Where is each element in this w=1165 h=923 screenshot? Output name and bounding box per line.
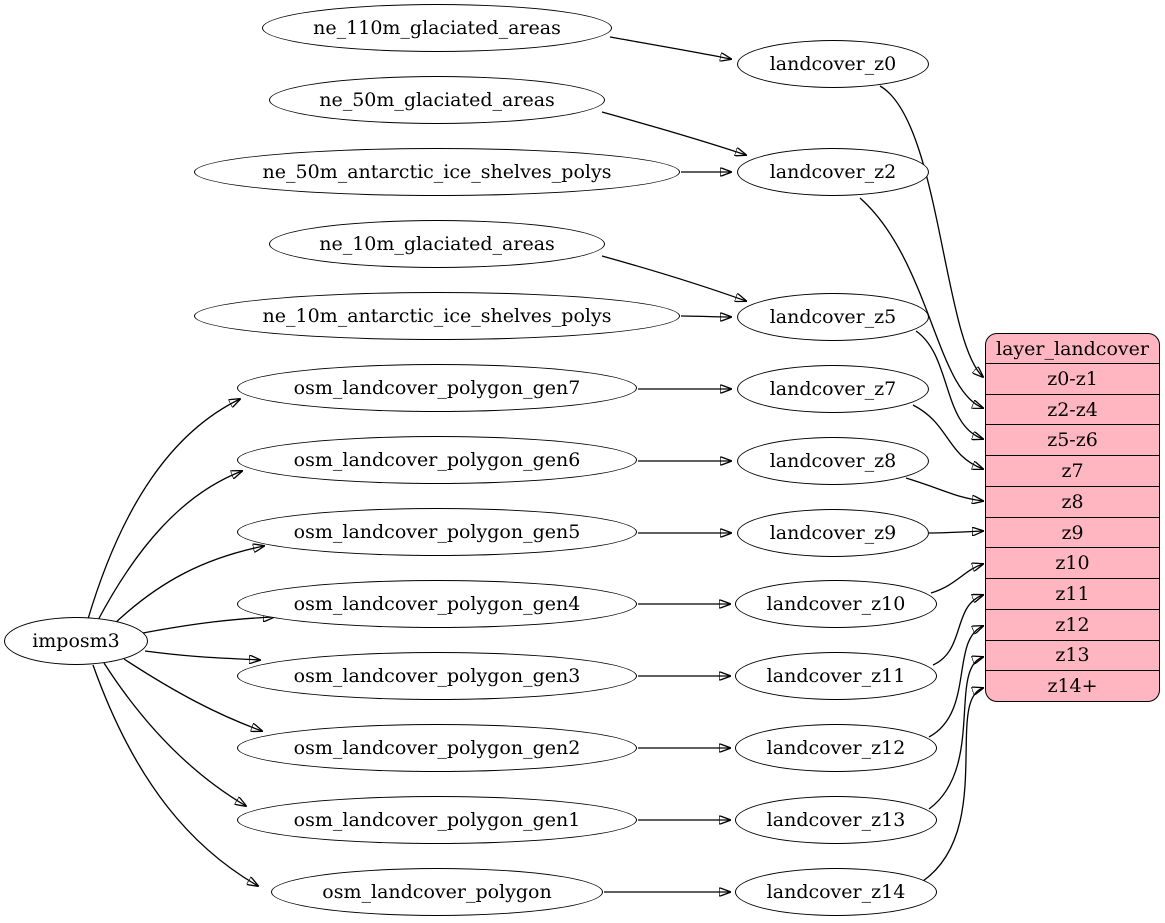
node-landcover-z12: landcover_z12 bbox=[735, 724, 937, 772]
node-osm-landcover-polygon-gen4: osm_landcover_polygon_gen4 bbox=[237, 580, 637, 628]
edge-z5-to-row-z5-z6 bbox=[915, 330, 983, 439]
edge-z11-to-row-z11 bbox=[932, 595, 983, 666]
edge-ne10m-glaciated-to-z5 bbox=[601, 255, 746, 301]
node-osm-landcover-polygon-gen7: osm_landcover_polygon_gen7 bbox=[237, 364, 637, 412]
edge-ne110m-to-z0 bbox=[609, 36, 731, 59]
table-row-z13: z13 bbox=[986, 639, 1159, 671]
table-row-z7: z7 bbox=[986, 455, 1159, 486]
node-landcover-z11: landcover_z11 bbox=[735, 652, 937, 700]
node-landcover-z9: landcover_z9 bbox=[737, 509, 929, 557]
node-landcover-z14: landcover_z14 bbox=[735, 868, 937, 916]
node-osm-landcover-polygon-gen5: osm_landcover_polygon_gen5 bbox=[237, 508, 637, 556]
node-landcover-z5: landcover_z5 bbox=[737, 293, 929, 341]
table-row-z8: z8 bbox=[986, 485, 1159, 517]
table-row-z5-z6: z5-z6 bbox=[986, 424, 1159, 455]
edge-z13-to-row-z13 bbox=[928, 657, 983, 810]
edge-z2-to-row-z2-z4 bbox=[859, 197, 983, 408]
node-imposm3: imposm3 bbox=[4, 617, 148, 665]
node-osm-landcover-polygon-gen1: osm_landcover_polygon_gen1 bbox=[237, 796, 637, 844]
edge-ne50m-glaciated-to-z2 bbox=[601, 111, 746, 155]
table-row-z12: z12 bbox=[986, 608, 1159, 640]
table-row-z2-z4: z2-z4 bbox=[986, 393, 1159, 425]
edge-imposm3-to-gen4 bbox=[142, 617, 274, 634]
table-layer-landcover: layer_landcover z0-z1 z2-z4 z5-z6 z7 z8 … bbox=[985, 333, 1160, 702]
edge-z8-to-row-z8 bbox=[905, 477, 983, 501]
edge-z9-to-row-z9 bbox=[928, 531, 983, 533]
edge-imposm3-to-polygon bbox=[92, 664, 258, 886]
node-landcover-z13: landcover_z13 bbox=[735, 796, 937, 844]
node-osm-landcover-polygon-gen6: osm_landcover_polygon_gen6 bbox=[237, 436, 637, 484]
edge-z14-to-row-z14plus bbox=[922, 688, 983, 882]
edge-imposm3-to-gen6 bbox=[96, 471, 242, 623]
node-ne-10m-antarctic-ice-shelves-polys: ne_10m_antarctic_ice_shelves_polys bbox=[194, 292, 680, 340]
node-landcover-z0: landcover_z0 bbox=[737, 40, 929, 88]
node-landcover-z7: landcover_z7 bbox=[737, 365, 929, 413]
node-ne-10m-glaciated-areas: ne_10m_glaciated_areas bbox=[269, 220, 605, 268]
table-header: layer_landcover bbox=[996, 337, 1149, 360]
edge-z0-to-row-z0-z1 bbox=[879, 85, 983, 377]
edge-z10-to-row-z10 bbox=[930, 564, 983, 594]
node-ne-50m-antarctic-ice-shelves-polys: ne_50m_antarctic_ice_shelves_polys bbox=[194, 148, 680, 196]
node-osm-landcover-polygon-gen2: osm_landcover_polygon_gen2 bbox=[237, 724, 637, 772]
edge-imposm3-to-gen7 bbox=[87, 399, 240, 620]
table-row-z9: z9 bbox=[986, 516, 1159, 548]
edge-z7-to-row-z7 bbox=[912, 404, 983, 469]
node-osm-landcover-polygon-gen3: osm_landcover_polygon_gen3 bbox=[237, 652, 637, 700]
node-landcover-z10: landcover_z10 bbox=[735, 580, 937, 628]
edge-imposm3-to-gen3 bbox=[144, 650, 260, 660]
node-ne-50m-glaciated-areas: ne_50m_glaciated_areas bbox=[269, 76, 605, 124]
edge-imposm3-to-gen2 bbox=[123, 658, 262, 731]
edge-imposm3-to-gen5 bbox=[111, 546, 264, 627]
edge-imposm3-to-gen1 bbox=[103, 662, 246, 806]
table-row-z14plus: z14+ bbox=[986, 670, 1159, 701]
edge-z12-to-row-z12 bbox=[928, 626, 983, 738]
table-row-z0-z1: z0-z1 bbox=[986, 363, 1159, 394]
table-row-z10: z10 bbox=[986, 547, 1159, 578]
node-osm-landcover-polygon: osm_landcover_polygon bbox=[271, 868, 603, 916]
table-row-z11: z11 bbox=[986, 578, 1159, 609]
edge-ne10m-antarctic-to-z5 bbox=[680, 316, 731, 317]
node-landcover-z8: landcover_z8 bbox=[737, 437, 929, 485]
node-ne-110m-glaciated-areas: ne_110m_glaciated_areas bbox=[262, 4, 612, 52]
node-landcover-z2: landcover_z2 bbox=[737, 148, 929, 196]
